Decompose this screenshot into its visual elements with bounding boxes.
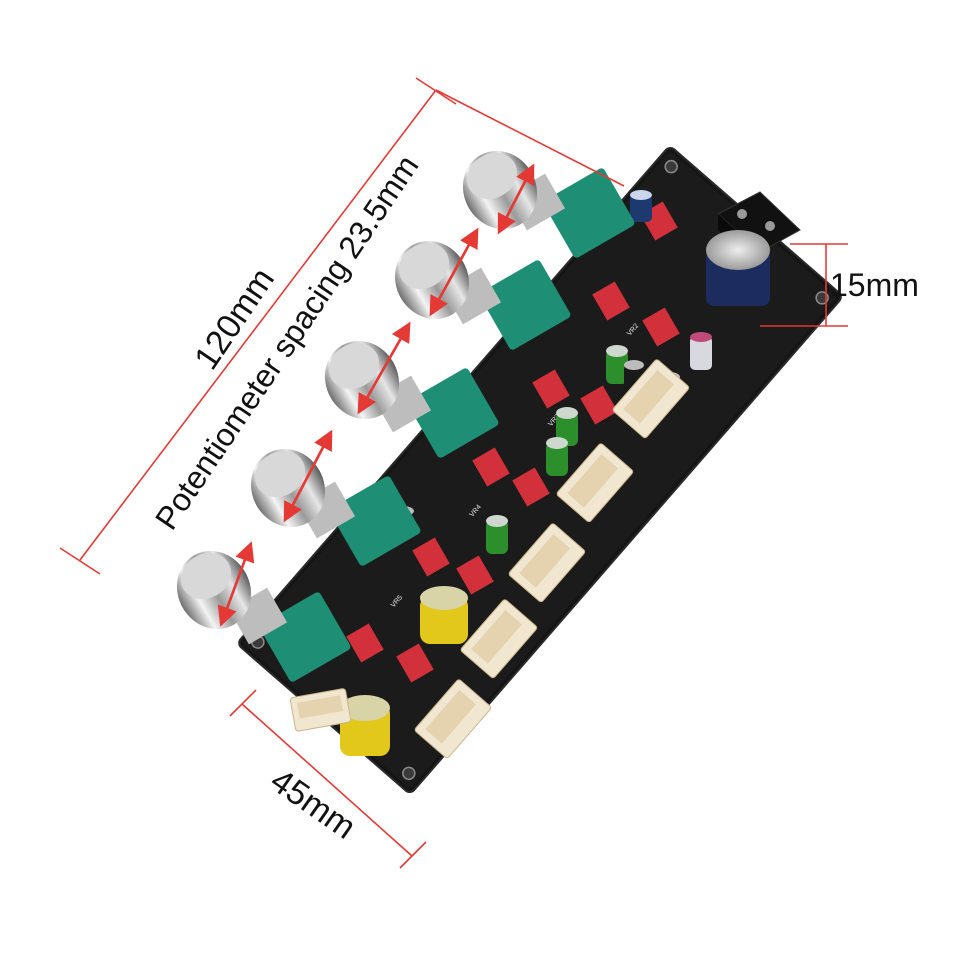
potentiometer-2 xyxy=(394,240,571,350)
width-dimension-line xyxy=(241,703,413,857)
green-capacitors xyxy=(486,345,628,554)
dimension-lines xyxy=(59,77,848,869)
knob-arrows xyxy=(217,163,535,627)
potentiometer-4 xyxy=(250,448,421,566)
blue-capacitor xyxy=(706,230,770,306)
connectors xyxy=(289,359,690,759)
potentiometer-3 xyxy=(324,340,499,458)
yellow-capacitors xyxy=(340,586,468,756)
length-dimension-line xyxy=(79,89,437,561)
width-label: 45mm xyxy=(263,761,362,846)
height-label: 15mm xyxy=(830,267,919,303)
